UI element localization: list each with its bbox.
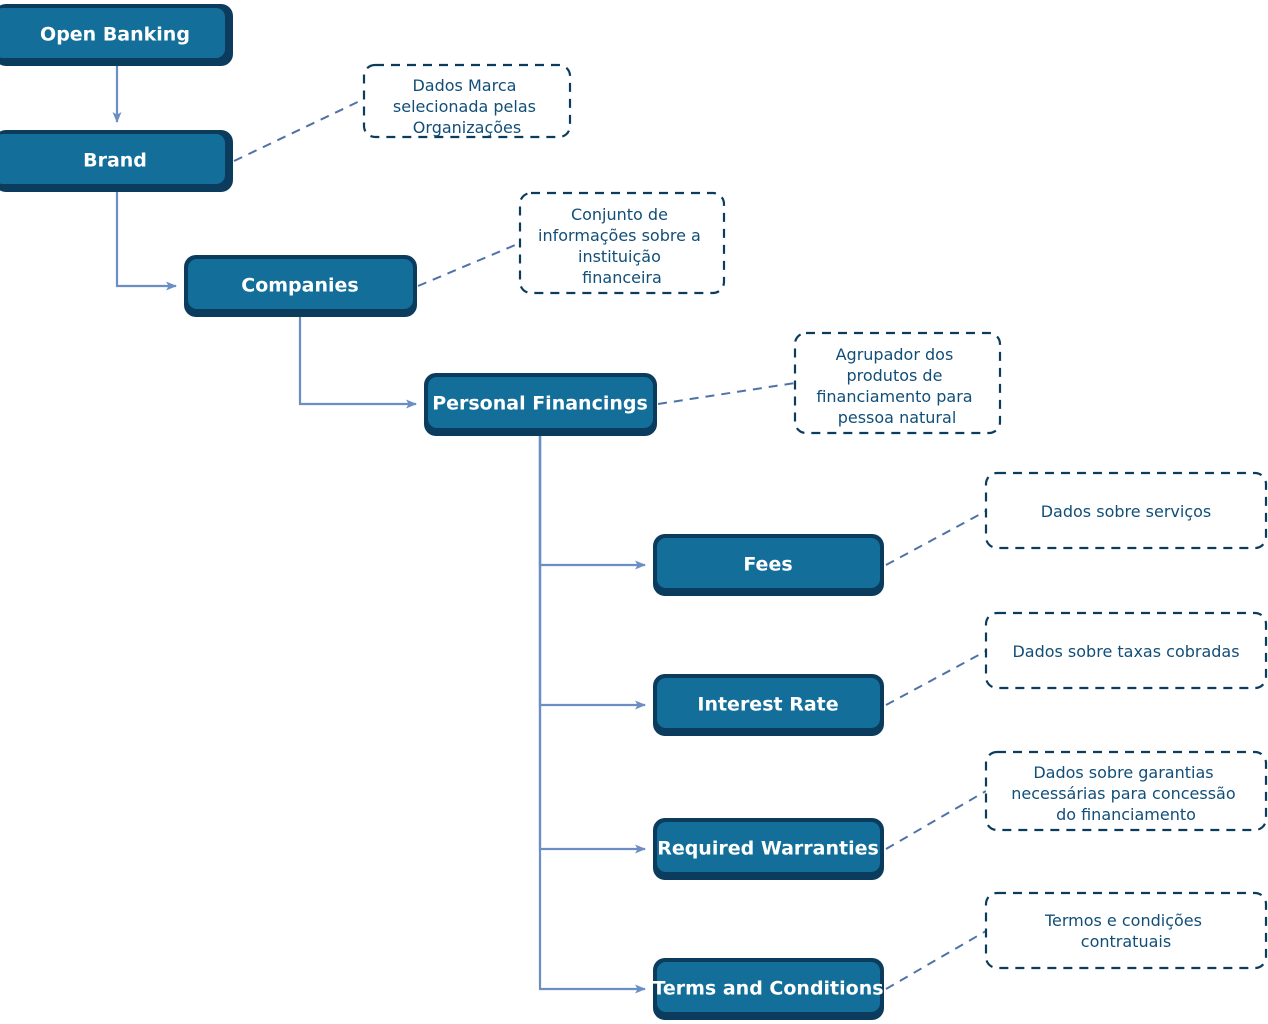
note-companies-line-3: instituição: [578, 247, 661, 266]
note-fees: Dados sobre serviços: [984, 471, 1268, 550]
node-interest-rate[interactable]: Interest Rate: [653, 674, 884, 736]
node-companies-label: Companies: [241, 275, 358, 297]
node-interest-rate-fill: [657, 678, 880, 728]
note-terms-and-conditions-text: Termos e condições contratuais: [1044, 911, 1207, 951]
note-required-warranties-line-1: Dados sobre garantias: [1033, 763, 1213, 782]
note-interest-rate-text: Dados sobre taxas cobradas: [1012, 642, 1239, 661]
leader-required-warranties-note: [885, 790, 987, 850]
note-companies-line-4: financeira: [582, 268, 662, 287]
note-required-warranties-text: Dados sobre garantias necessárias para c…: [1011, 763, 1241, 824]
node-fees-fill: [657, 538, 880, 588]
node-layer: Open Banking Brand Companies Personal Fi…: [0, 4, 884, 1020]
note-interest-rate-line-1: Dados sobre taxas cobradas: [1012, 642, 1239, 661]
node-open-banking-label: Open Banking: [40, 24, 190, 46]
leader-brand-note: [233, 98, 365, 162]
node-personal-financings-fill: [428, 377, 653, 428]
edge-personal-financings-fees: [538, 436, 646, 570]
note-fees-line-1: Dados sobre serviços: [1041, 502, 1212, 521]
node-fees[interactable]: Fees: [653, 534, 884, 596]
node-open-banking-fill: [0, 8, 225, 58]
note-required-warranties: Dados sobre garantias necessárias para c…: [984, 750, 1268, 832]
note-terms-and-conditions-line-2: contratuais: [1081, 932, 1171, 951]
node-fees-label: Fees: [743, 554, 792, 576]
note-terms-and-conditions-box: [984, 891, 1268, 970]
node-companies[interactable]: Companies: [184, 255, 417, 317]
note-brand-line-1: Dados Marca: [412, 76, 516, 95]
note-personal-financings: Agrupador dos produtos de financiamento …: [793, 331, 1002, 435]
note-interest-rate-box: [984, 611, 1268, 690]
note-brand: Dados Marca selecionada pelas Organizaçõ…: [362, 63, 572, 139]
note-required-warranties-line-3: do financiamento: [1056, 805, 1196, 824]
leader-personal-financings-note: [657, 382, 796, 405]
node-personal-financings[interactable]: Personal Financings: [424, 373, 657, 436]
note-personal-financings-line-3: financiamento para: [816, 387, 972, 406]
note-companies-line-2: informações sobre a: [538, 226, 701, 245]
note-leader-layer: [233, 98, 987, 990]
leader-companies-note: [417, 242, 521, 287]
note-terms-and-conditions-line-1: Termos e condições: [1044, 911, 1202, 930]
note-fees-text: Dados sobre serviços: [1041, 502, 1212, 521]
edge-companies-personal-financings: [298, 317, 417, 409]
note-brand-line-2: selecionada pelas: [393, 97, 536, 116]
note-required-warranties-line-2: necessárias para concessão: [1011, 784, 1235, 803]
node-personal-financings-label: Personal Financings: [432, 393, 648, 415]
note-brand-text: Dados Marca selecionada pelas Organizaçõ…: [393, 76, 541, 137]
edge-personal-financings-required-warranties: [538, 436, 646, 854]
note-brand-box: [362, 63, 572, 139]
node-brand[interactable]: Brand: [0, 130, 233, 192]
node-terms-and-conditions[interactable]: Terms and Conditions: [652, 958, 884, 1020]
note-personal-financings-text: Agrupador dos produtos de financiamento …: [816, 345, 977, 427]
leader-interest-rate-note: [885, 650, 987, 706]
edge-layer: [112, 66, 646, 994]
node-open-banking[interactable]: Open Banking: [0, 4, 233, 66]
node-brand-label: Brand: [83, 150, 147, 172]
leader-fees-note: [885, 510, 987, 566]
note-personal-financings-line-4: pessoa natural: [838, 408, 957, 427]
edge-personal-financings-terms-and-conditions: [538, 436, 646, 994]
note-required-warranties-box: [984, 750, 1268, 832]
note-interest-rate: Dados sobre taxas cobradas: [984, 611, 1268, 690]
note-personal-financings-line-2: produtos de: [846, 366, 942, 385]
node-terms-and-conditions-fill: [657, 962, 880, 1012]
node-interest-rate-label: Interest Rate: [697, 694, 838, 716]
node-required-warranties[interactable]: Required Warranties: [653, 818, 884, 880]
note-companies: Conjunto de informações sobre a institui…: [518, 191, 726, 295]
note-fees-box: [984, 471, 1268, 550]
edge-brand-companies: [115, 192, 177, 291]
note-layer: Dados Marca selecionada pelas Organizaçõ…: [362, 63, 1268, 970]
node-brand-fill: [0, 134, 225, 184]
note-companies-box: [518, 191, 726, 295]
leader-terms-note: [885, 930, 987, 990]
note-brand-line-3: Organizações: [413, 118, 521, 137]
note-terms-and-conditions: Termos e condições contratuais: [984, 891, 1268, 970]
node-required-warranties-label: Required Warranties: [657, 838, 879, 860]
node-required-warranties-fill: [657, 822, 880, 872]
note-companies-text: Conjunto de informações sobre a institui…: [538, 205, 706, 287]
edge-personal-financings-interest-rate: [538, 436, 646, 710]
note-personal-financings-box: [793, 331, 1002, 435]
node-terms-and-conditions-label: Terms and Conditions: [652, 978, 883, 1000]
note-personal-financings-line-1: Agrupador dos: [836, 345, 954, 364]
node-companies-fill: [188, 259, 413, 309]
note-companies-line-1: Conjunto de: [571, 205, 668, 224]
